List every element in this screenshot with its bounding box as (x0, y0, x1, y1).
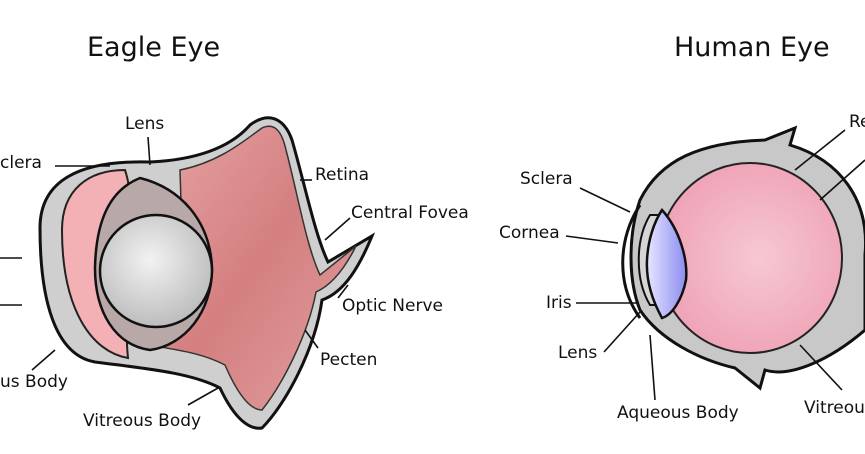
human-eye-title: Human Eye (674, 32, 830, 63)
eagle-label-sclera: clera (0, 153, 42, 173)
human-label-sclera: Sclera (520, 169, 573, 189)
eagle-lens (98, 213, 214, 329)
eagle-label-aqueous-body: us Body (0, 372, 68, 392)
eagle-label-optic-nerve: Optic Nerve (342, 296, 443, 316)
eagle-label-central-fovea: Central Fovea (351, 203, 469, 223)
eagle-label-pecten: Pecten (320, 350, 378, 370)
human-label-retina: Re (849, 112, 865, 132)
eagle-eye-title: Eagle Eye (87, 32, 221, 63)
human-eye-figure (621, 125, 865, 391)
human-cornea-shape (621, 204, 642, 319)
eagle-leader-lines (0, 136, 351, 406)
human-leader-lines (565, 129, 865, 401)
human-label-lens: Lens (558, 343, 598, 363)
human-label-cornea: Cornea (499, 223, 560, 243)
eagle-label-lens: Lens (125, 114, 165, 134)
eagle-label-retina: Retina (315, 165, 370, 185)
human-label-iris: Iris (546, 293, 572, 313)
human-lens (645, 207, 688, 320)
eagle-eye-figure (38, 116, 376, 430)
eagle-label-vitreous-body: Vitreous Body (83, 411, 202, 431)
human-label-aqueous-body: Aqueous Body (617, 403, 739, 423)
human-label-vitreous: Vitreou (804, 398, 865, 418)
